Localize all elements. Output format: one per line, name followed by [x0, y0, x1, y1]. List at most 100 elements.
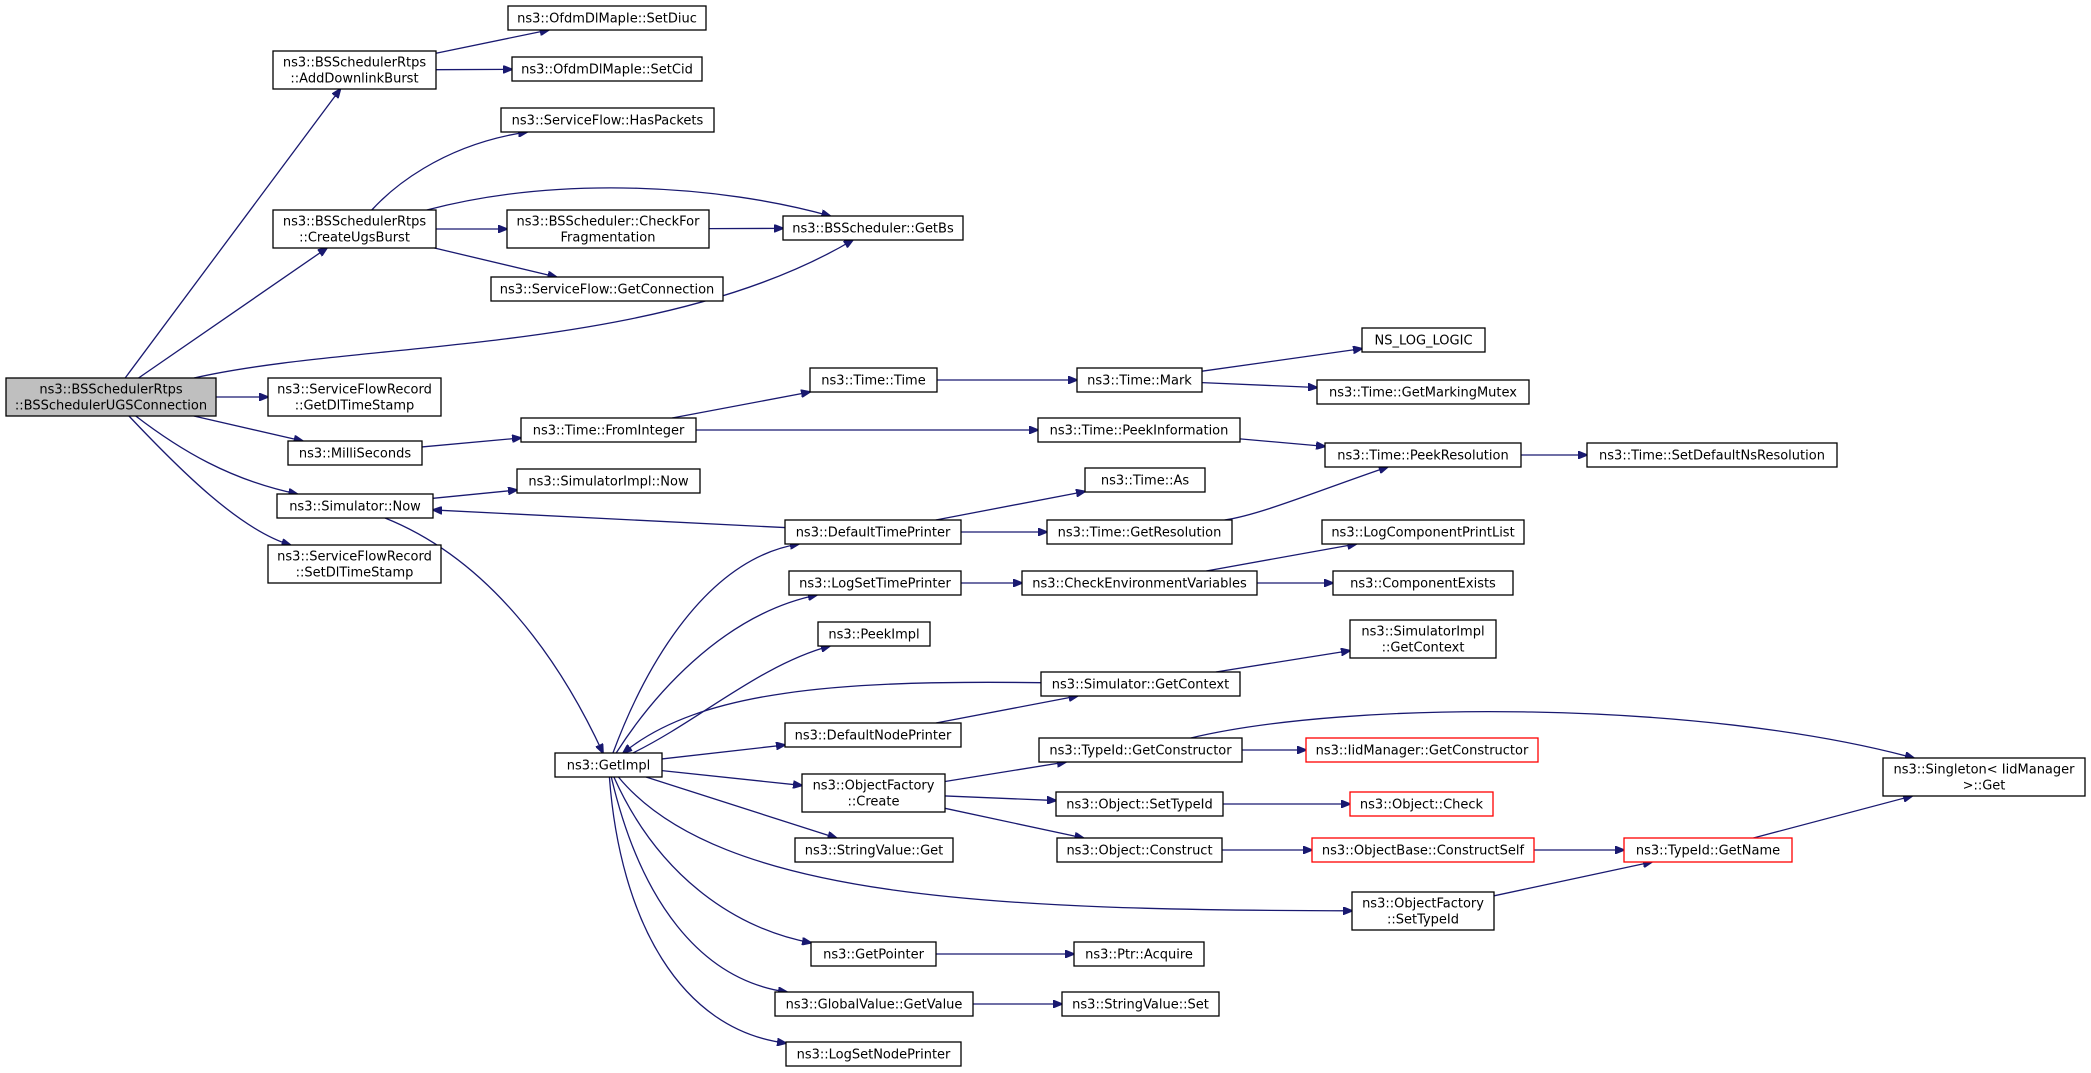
node-time-mark[interactable]: ns3::Time::Mark — [1076, 367, 1203, 393]
edge-line — [1206, 544, 1356, 572]
node-get-impl[interactable]: ns3::GetImpl — [554, 752, 663, 778]
node-object-construct[interactable]: ns3::Object::Construct — [1056, 837, 1223, 863]
edge-line — [426, 187, 830, 216]
node-ptr-acquire[interactable]: ns3::Ptr::Acquire — [1073, 941, 1205, 967]
node-object-base-construct-self[interactable]: ns3::ObjectBase::ConstructSelf — [1311, 837, 1535, 863]
node-label: ns3::Time::FromInteger — [533, 424, 685, 439]
node-label: ns3::StringValue::Set — [1072, 998, 1209, 1013]
node-box — [272, 50, 437, 90]
edge-line — [135, 415, 298, 494]
edge-create_ugs_burst-to-has_packets — [371, 132, 527, 211]
node-ns-log-logic[interactable]: NS_LOG_LOGIC — [1361, 327, 1486, 353]
node-label: ns3::IidManager::GetConstructor — [1316, 744, 1529, 759]
node-label: ns3::OfdmDlMapIe::SetCid — [521, 63, 693, 78]
node-label: ns3::DefaultNodePrinter — [795, 729, 952, 744]
node-object-set-type-id[interactable]: ns3::Object::SetTypeId — [1055, 791, 1224, 817]
node-box — [784, 722, 962, 748]
edge-line — [1190, 710, 1914, 758]
node-box — [1351, 891, 1495, 931]
edge-add_downlink_burst-to-set_diuc — [435, 30, 549, 54]
node-peek-resolution[interactable]: ns3::Time::PeekResolution — [1324, 442, 1522, 468]
node-set-default-ns-resolution[interactable]: ns3::Time::SetDefaultNsResolution — [1586, 442, 1838, 468]
node-time-time[interactable]: ns3::Time::Time — [809, 367, 938, 393]
node-object-factory-set-type-id[interactable]: ns3::ObjectFactory::SetTypeId — [1351, 891, 1495, 931]
node-set-diuc[interactable]: ns3::OfdmDlMapIe::SetDiuc — [507, 5, 707, 31]
node-box — [1324, 442, 1522, 468]
node-box — [810, 941, 937, 967]
node-get-dl-timestamp[interactable]: ns3::ServiceFlowRecord::GetDlTimeStamp — [267, 377, 442, 417]
node-get-bs[interactable]: ns3::BSScheduler::GetBs — [782, 215, 964, 241]
edge-root-to-add_downlink_burst — [124, 89, 340, 379]
node-simulator-get-context[interactable]: ns3::Simulator::GetContext — [1040, 671, 1241, 697]
edge-get_impl-to-object_factory_set_type_id — [617, 776, 1352, 911]
node-string-value-set[interactable]: ns3::StringValue::Set — [1061, 991, 1220, 1017]
node-log-component-print-list[interactable]: ns3::LogComponentPrintList — [1321, 519, 1525, 545]
node-object-factory-create[interactable]: ns3::ObjectFactory::Create — [801, 773, 946, 813]
node-default-node-printer[interactable]: ns3::DefaultNodePrinter — [784, 722, 962, 748]
node-box — [516, 468, 701, 494]
node-label: ::CreateUgsBurst — [299, 231, 410, 246]
node-object-check[interactable]: ns3::Object::Check — [1349, 791, 1494, 817]
node-peek-information[interactable]: ns3::Time::PeekInformation — [1037, 417, 1241, 443]
node-typeid-get-name[interactable]: ns3::TypeId::GetName — [1623, 837, 1793, 863]
node-box — [1311, 837, 1535, 863]
node-iidmanager-get-constructor[interactable]: ns3::IidManager::GetConstructor — [1305, 737, 1539, 763]
node-label: ns3::Time::As — [1101, 474, 1190, 489]
edge-line — [623, 681, 1042, 753]
node-label: NS_LOG_LOGIC — [1374, 334, 1472, 349]
node-box — [267, 544, 442, 584]
node-log-set-time-printer[interactable]: ns3::LogSetTimePrinter — [788, 570, 962, 596]
edge-line — [1224, 467, 1388, 521]
edge-line — [632, 646, 830, 754]
node-box — [794, 837, 954, 863]
node-check-env-vars[interactable]: ns3::CheckEnvironmentVariables — [1021, 570, 1258, 596]
edge-from_integer-to-time_time — [671, 392, 810, 419]
edge-line — [645, 776, 837, 838]
node-get-marking-mutex[interactable]: ns3::Time::GetMarkingMutex — [1316, 379, 1530, 405]
node-label: ns3::Time::GetResolution — [1058, 526, 1222, 541]
node-simulatorimpl-get-context[interactable]: ns3::SimulatorImpl::GetContext — [1349, 619, 1497, 659]
node-set-dl-timestamp[interactable]: ns3::ServiceFlowRecord::SetDlTimeStamp — [267, 544, 442, 584]
node-default-time-printer[interactable]: ns3::DefaultTimePrinter — [784, 519, 962, 545]
edge-get_impl-to-object_factory_create — [661, 770, 802, 786]
node-get-connection[interactable]: ns3::ServiceFlow::GetConnection — [490, 276, 724, 302]
node-get-resolution[interactable]: ns3::Time::GetResolution — [1046, 519, 1233, 545]
edge-get_impl-to-default_time_printer — [612, 544, 799, 754]
node-get-pointer[interactable]: ns3::GetPointer — [810, 941, 937, 967]
node-box — [1332, 570, 1514, 596]
edge-get_resolution-to-peek_resolution — [1224, 467, 1388, 521]
node-label: ns3::ObjectFactory — [813, 779, 935, 794]
node-create-ugs-burst[interactable]: ns3::BSSchedulerRtps::CreateUgsBurst — [272, 209, 437, 249]
node-label: ns3::BSSchedulerRtps — [283, 215, 426, 230]
node-component-exists[interactable]: ns3::ComponentExists — [1332, 570, 1514, 596]
node-simulator-now[interactable]: ns3::Simulator::Now — [276, 493, 434, 519]
edge-line — [433, 510, 786, 529]
node-set-cid[interactable]: ns3::OfdmDlMapIe::SetCid — [511, 56, 703, 82]
node-string-value-get[interactable]: ns3::StringValue::Get — [794, 837, 954, 863]
node-simulatorimpl-now[interactable]: ns3::SimulatorImpl::Now — [516, 468, 701, 494]
node-singleton-get[interactable]: ns3::Singleton< IidManager>::Get — [1882, 757, 2086, 797]
node-time-as[interactable]: ns3::Time::As — [1084, 467, 1206, 493]
node-root[interactable]: ns3::BSSchedulerRtps::BSSchedulerUGSConn… — [5, 377, 217, 417]
node-add-downlink-burst[interactable]: ns3::BSSchedulerRtps::AddDownlinkBurst — [272, 50, 437, 90]
node-box — [1021, 570, 1258, 596]
node-box — [817, 621, 931, 647]
node-peek-impl[interactable]: ns3::PeekImpl — [817, 621, 931, 647]
node-milliseconds[interactable]: ns3::MilliSeconds — [287, 440, 423, 466]
node-typeid-get-constructor[interactable]: ns3::TypeId::GetConstructor — [1038, 737, 1243, 763]
node-global-value-get-value[interactable]: ns3::GlobalValue::GetValue — [774, 991, 974, 1017]
node-label: ns3::Time::Time — [821, 374, 925, 389]
node-log-set-node-printer[interactable]: ns3::LogSetNodePrinter — [785, 1041, 962, 1067]
node-from-integer[interactable]: ns3::Time::FromInteger — [520, 417, 697, 443]
edge-line — [128, 415, 291, 545]
edge-time_mark-to-ns_log_logic — [1201, 349, 1362, 372]
edge-line — [1201, 381, 1317, 388]
node-box — [1038, 737, 1243, 763]
edge-root-to-create_ugs_burst — [138, 248, 327, 379]
node-has-packets[interactable]: ns3::ServiceFlow::HasPackets — [500, 107, 715, 133]
edge-line — [193, 240, 853, 379]
edge-line — [434, 247, 556, 277]
edge-line — [944, 795, 1056, 801]
